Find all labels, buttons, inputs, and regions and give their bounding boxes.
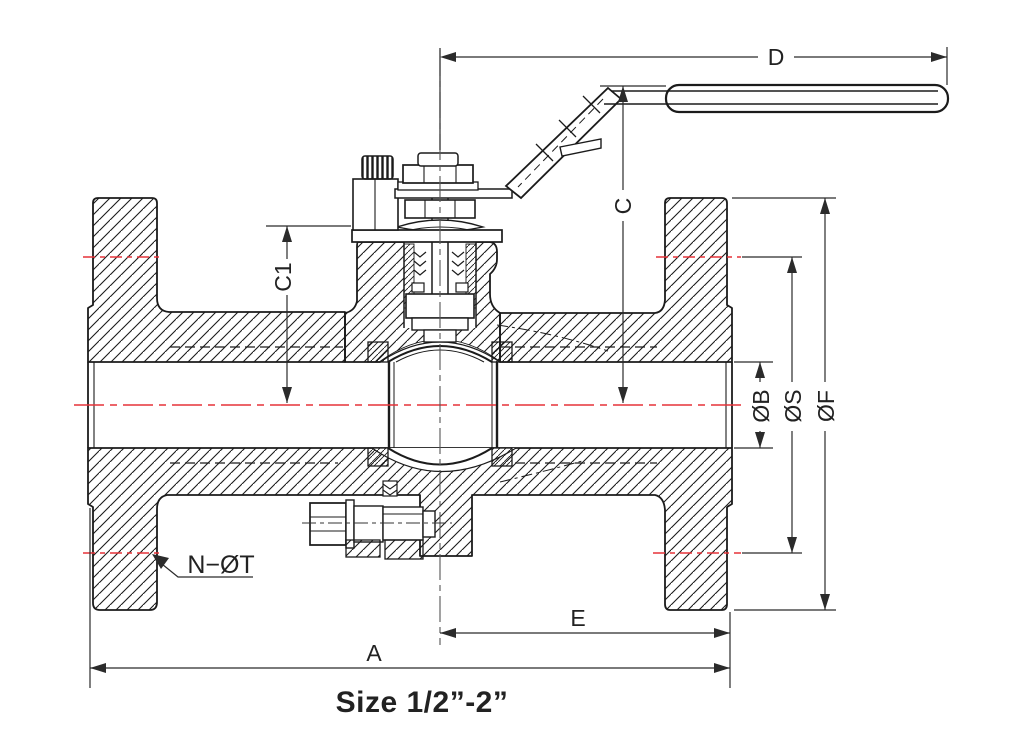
stem-seal-left xyxy=(411,282,425,293)
handle-bar xyxy=(604,90,938,105)
dimension-of: ØF xyxy=(732,197,839,611)
dimension-d: D xyxy=(439,44,948,150)
dimensions: D C C1 ØB ØS xyxy=(89,44,948,688)
seat-top-right xyxy=(491,341,513,363)
chevron-packing-left xyxy=(413,251,427,276)
dimension-os: ØS xyxy=(742,256,806,554)
dimension-ob: ØB xyxy=(734,361,774,449)
handle-serrations xyxy=(535,95,601,162)
right-flange-upper xyxy=(499,197,733,363)
dimension-label-e: E xyxy=(570,605,585,631)
stem-nut xyxy=(402,164,474,184)
stem-cap xyxy=(417,152,459,167)
bolt-hex-head xyxy=(309,502,347,546)
stop-pin xyxy=(361,155,394,180)
dimension-label-c1: C1 xyxy=(270,262,296,291)
stem-seal-right xyxy=(455,282,469,293)
handle-lock-tab xyxy=(559,138,602,157)
handle-grip xyxy=(664,83,950,114)
mounting-pad xyxy=(351,229,503,243)
leader-label-bolt-holes: N−ØT xyxy=(187,551,254,579)
dimension-e: E xyxy=(440,605,731,688)
drawing-caption: Size 1/2”-2” xyxy=(336,686,509,719)
handle-lever-bend xyxy=(504,86,623,200)
dimension-label-a: A xyxy=(366,640,382,666)
dimension-label-d: D xyxy=(768,44,785,70)
dimension-label-c: C xyxy=(610,198,636,215)
hidden-thread-lines xyxy=(170,346,657,464)
seat-bottom-left xyxy=(367,447,389,467)
drain-end-cap xyxy=(422,510,436,538)
dimension-label-of: ØF xyxy=(813,390,839,422)
dimension-c: C xyxy=(600,85,666,403)
left-flange-upper xyxy=(87,197,346,363)
leader-bolt-holes: N−ØT xyxy=(152,551,255,579)
dimension-a: A xyxy=(89,508,730,688)
seat-bottom-right xyxy=(491,447,513,467)
dimension-label-ob: ØB xyxy=(748,389,774,422)
seat-top-left xyxy=(367,341,389,363)
bolt-sleeve xyxy=(353,505,384,543)
drain-bolt-assembly xyxy=(309,480,436,560)
drain-lobe-right xyxy=(384,539,424,560)
drain-lobe-left xyxy=(345,539,381,558)
dimension-c1: C1 xyxy=(266,225,351,403)
chevron-packing-right xyxy=(451,251,465,276)
handle-assembly xyxy=(504,83,950,200)
lower-body-band xyxy=(87,447,733,611)
dimension-label-os: ØS xyxy=(780,389,806,422)
